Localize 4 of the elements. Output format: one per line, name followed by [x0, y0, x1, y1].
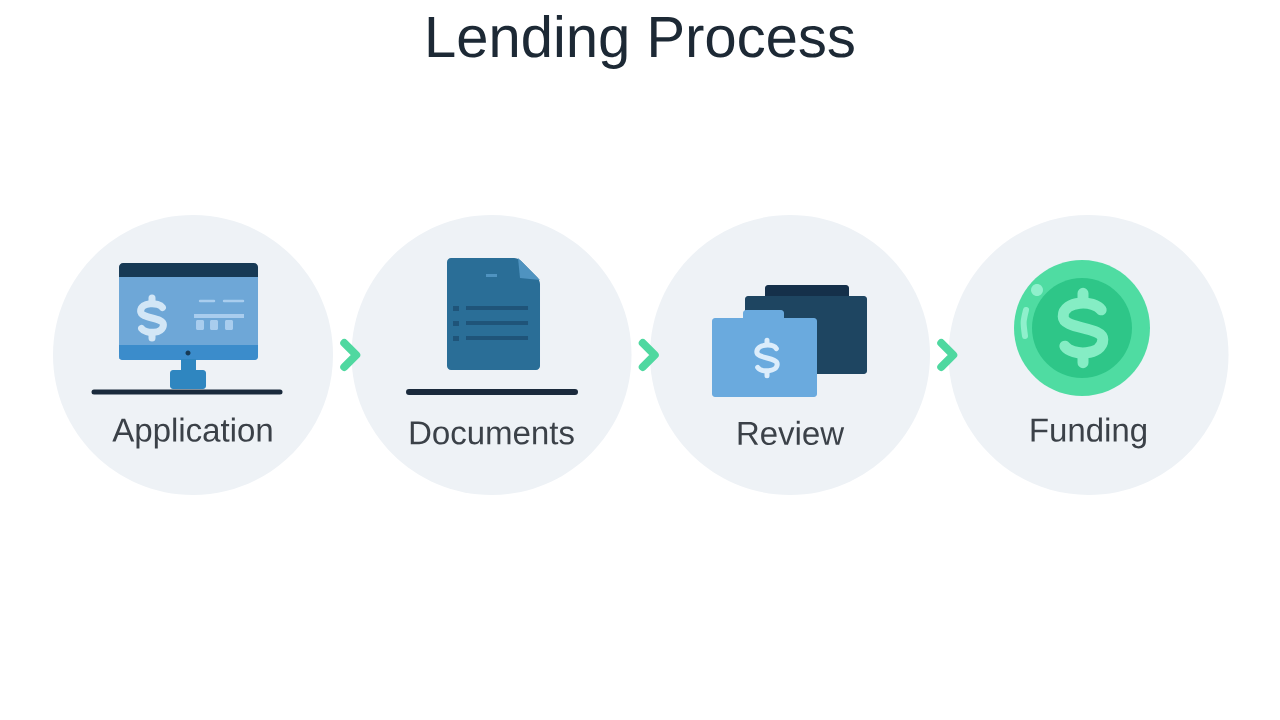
chevron-arrow: [340, 339, 361, 371]
chevron-arrow: [638, 339, 659, 371]
chevron-arrow: [937, 339, 958, 371]
title: Lending Process: [428, 14, 854, 69]
